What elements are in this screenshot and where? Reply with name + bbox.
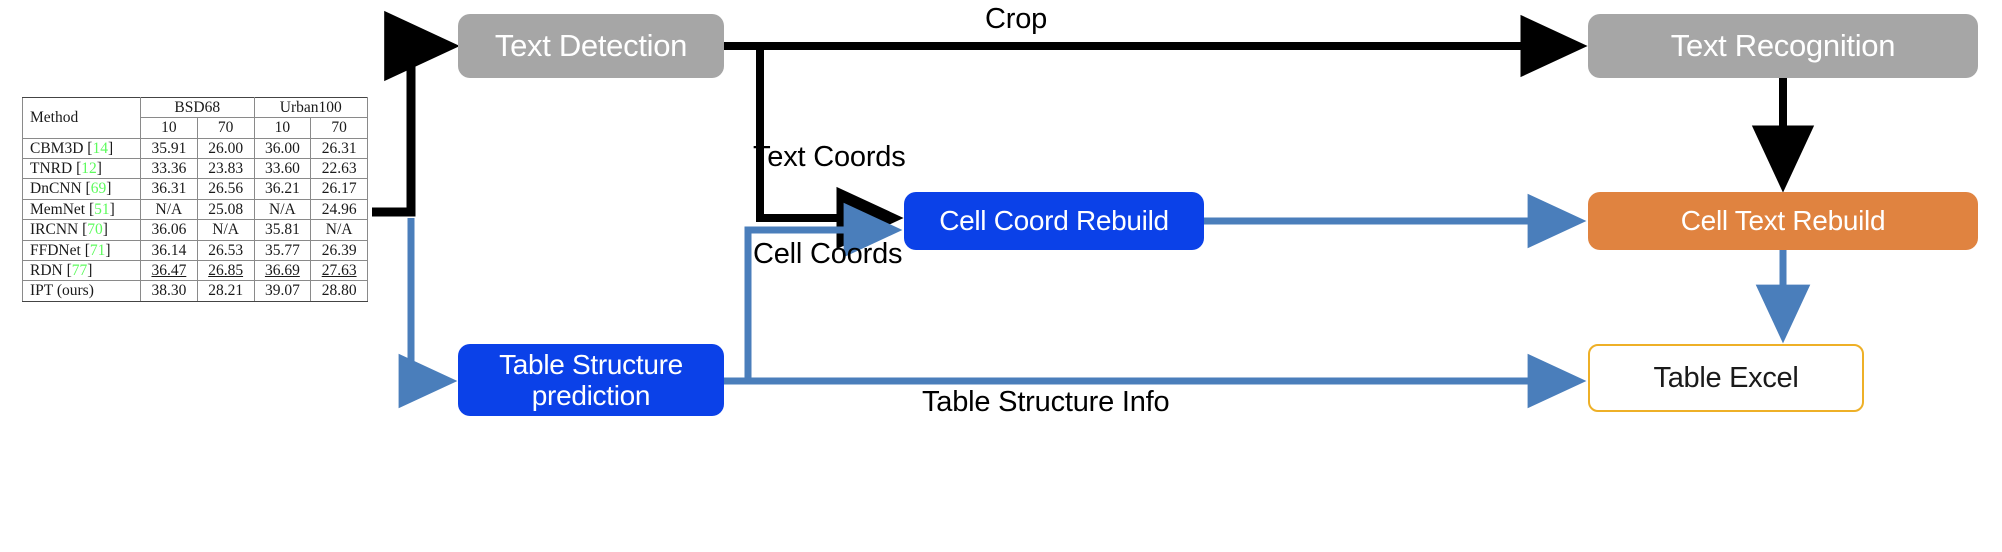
table-cell-value: 28.21 (196, 280, 255, 302)
table-cell-method: TNRD [12] (22, 158, 141, 180)
table-cell-value: 23.83 (196, 158, 255, 180)
table-cell-value: 36.21 (253, 178, 312, 200)
table-cell-value: 25.08 (196, 198, 255, 221)
table-cell-method: IRCNN [70] (22, 219, 141, 241)
edge-table-to-text-detection (372, 10, 460, 217)
edge-label-table-structure-info: Table Structure Info (922, 386, 1170, 418)
table-cell-method: CBM3D [14] (22, 137, 141, 160)
edge-table-to-table-structure (398, 218, 458, 409)
table-cell-value: 26.00 (196, 137, 255, 160)
table-cell-value: 26.56 (196, 178, 255, 200)
node-cell-coord-rebuild[interactable]: Cell Coord Rebuild (904, 192, 1204, 250)
subheader-urban100-70: 70 (310, 117, 368, 139)
table-cell-value: 33.60 (253, 158, 312, 180)
node-table-excel[interactable]: Table Excel (1588, 344, 1864, 412)
table-cell-value: N/A (140, 198, 198, 221)
node-cell-text-rebuild[interactable]: Cell Text Rebuild (1588, 192, 1978, 250)
node-table-structure-line1: Table Structure (499, 348, 683, 380)
edge-label-crop: Crop (985, 3, 1048, 35)
table-cell-value: N/A (310, 219, 368, 241)
table-cell-value: 36.47 (140, 259, 198, 282)
edge-cell-coords-to-cell-coord-rebuild (744, 202, 903, 381)
table-cell-value: 36.14 (140, 239, 198, 261)
edge-label-text-coords: Text Coords (753, 141, 906, 173)
table-cell-value: 26.31 (310, 137, 368, 160)
table-cell-value: 39.07 (253, 280, 312, 302)
subheader-bsd68-70: 70 (196, 117, 255, 139)
table-cell-method: FFDNet [71] (22, 239, 141, 261)
table-cell-value: 26.85 (196, 259, 255, 282)
table-cell-value: 27.63 (310, 259, 368, 282)
table-cell-value: 24.96 (310, 198, 368, 221)
table-cell-value: 26.53 (196, 239, 255, 261)
node-table-structure-line2: prediction (531, 380, 651, 411)
table-cell-value: 28.80 (310, 280, 368, 302)
table-cell-value: 36.31 (140, 178, 198, 200)
node-text-recognition-label: Text Recognition (1670, 27, 1896, 63)
table-cell-value: 36.06 (140, 219, 198, 241)
table-cell-value: N/A (196, 219, 255, 241)
table-header-row-groups: Method BSD68 Urban100 (22, 96, 368, 139)
node-text-detection[interactable]: Text Detection (458, 14, 724, 78)
node-cell-text-rebuild-label: Cell Text Rebuild (1680, 205, 1886, 237)
header-bsd68: BSD68 (140, 96, 255, 119)
input-table-image: Method BSD68 Urban100 10 70 10 70 CBM3D … (22, 96, 368, 302)
table-cell-value: 36.00 (253, 137, 312, 160)
table-cell-method: RDN [77] (22, 259, 141, 282)
table-cell-value: N/A (253, 198, 312, 221)
subheader-bsd68-10: 10 (140, 117, 198, 139)
benchmark-table: Method BSD68 Urban100 10 70 10 70 CBM3D … (22, 96, 368, 302)
node-table-excel-label: Table Excel (1653, 361, 1799, 394)
table-cell-value: 33.36 (140, 158, 198, 180)
table-cell-value: 35.81 (253, 219, 312, 241)
edge-label-cell-coords: Cell Coords (753, 238, 903, 270)
edge-text-coords-to-cell-coord-rebuild (756, 47, 904, 250)
table-cell-method: DnCNN [69] (22, 178, 141, 200)
subheader-urban100-10: 10 (253, 117, 312, 139)
node-cell-coord-rebuild-label: Cell Coord Rebuild (939, 205, 1169, 237)
table-cell-value: 36.69 (253, 259, 312, 282)
header-urban100: Urban100 (253, 96, 368, 119)
node-table-structure-prediction[interactable]: Table Structure prediction (458, 344, 724, 416)
node-text-recognition[interactable]: Text Recognition (1588, 14, 1978, 78)
table-cell-value: 26.39 (310, 239, 368, 261)
table-cell-value: 35.91 (140, 137, 198, 160)
node-table-structure-prediction-label: Table Structure prediction (499, 349, 683, 412)
header-method: Method (22, 97, 141, 139)
table-cell-method: MemNet [51] (22, 198, 141, 221)
table-cell-value: 26.17 (310, 178, 368, 200)
node-text-detection-label: Text Detection (494, 27, 688, 63)
table-cell-method: IPT (ours) (22, 280, 141, 302)
table-cell-value: 38.30 (140, 280, 198, 302)
table-header-row-sub: 10 70 10 70 (23, 117, 368, 139)
table-cell-value: 22.63 (310, 158, 368, 180)
table-cell-value: 35.77 (253, 239, 312, 261)
